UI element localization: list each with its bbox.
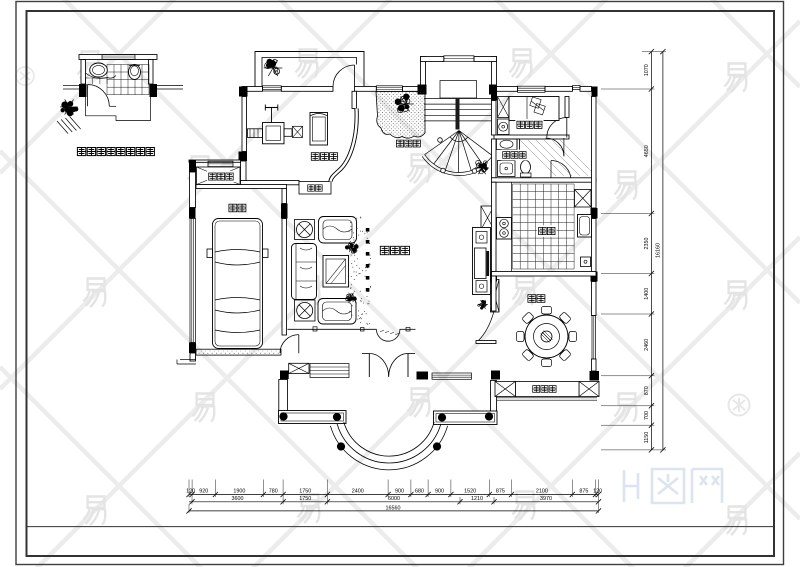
svg-text:875: 875	[496, 489, 505, 495]
svg-text:1400: 1400	[644, 288, 650, 300]
svg-text:2460: 2460	[644, 339, 650, 351]
svg-text:1520: 1520	[464, 489, 476, 495]
svg-text:2100: 2100	[536, 489, 548, 495]
svg-text:875: 875	[579, 489, 588, 495]
svg-text:920: 920	[199, 489, 208, 495]
svg-text:2350: 2350	[644, 238, 650, 250]
svg-text:1070: 1070	[644, 64, 650, 76]
svg-text:3970: 3970	[540, 496, 552, 502]
svg-text:3600: 3600	[232, 496, 244, 502]
svg-text:16160: 16160	[656, 243, 662, 258]
svg-text:900: 900	[395, 489, 404, 495]
svg-text:1750: 1750	[299, 489, 311, 495]
svg-text:6000: 6000	[388, 496, 400, 502]
svg-text:4650: 4650	[644, 145, 650, 157]
svg-text:2400: 2400	[352, 489, 364, 495]
svg-text:1210: 1210	[471, 496, 483, 502]
svg-text:120: 120	[593, 489, 602, 495]
svg-text:120: 120	[186, 489, 195, 495]
svg-text:16560: 16560	[386, 505, 401, 511]
svg-text:870: 870	[644, 386, 650, 395]
svg-text:1150: 1150	[644, 432, 650, 444]
svg-text:1750: 1750	[299, 496, 311, 502]
svg-text:780: 780	[269, 489, 278, 495]
svg-text:700: 700	[644, 411, 650, 420]
svg-text:900: 900	[435, 489, 444, 495]
svg-text:680: 680	[415, 489, 424, 495]
svg-text:1900: 1900	[233, 489, 245, 495]
